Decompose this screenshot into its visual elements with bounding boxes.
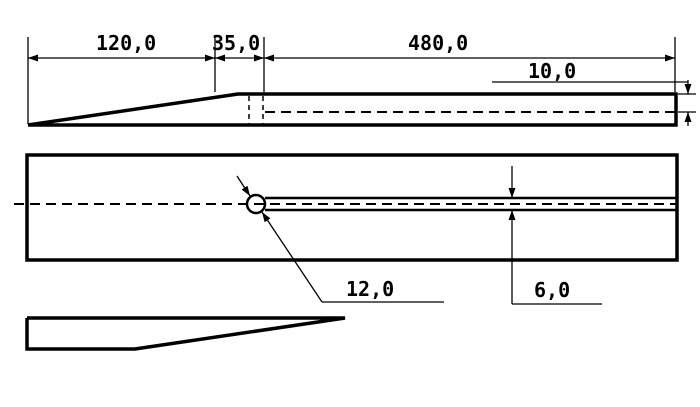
side-view bbox=[27, 92, 678, 127]
bottom-view bbox=[25, 316, 346, 351]
top-view bbox=[14, 153, 679, 262]
dim-label-6: 6,0 bbox=[534, 278, 570, 302]
hole-leader bbox=[261, 211, 323, 303]
hole-dimension bbox=[236, 175, 444, 303]
top-view-outline bbox=[25, 153, 679, 262]
dim-label-120: 120,0 bbox=[96, 31, 156, 55]
dim-label-480: 480,0 bbox=[408, 31, 468, 55]
slot-dimension bbox=[508, 166, 602, 305]
bottom-view-outline bbox=[25, 316, 346, 351]
side-view-outline bbox=[27, 92, 678, 127]
hole-circle bbox=[245, 193, 267, 215]
dim-label-12: 12,0 bbox=[346, 277, 394, 301]
dim-label-10: 10,0 bbox=[528, 59, 576, 83]
dimension-lines bbox=[28, 54, 692, 126]
hole-arrow-top bbox=[236, 175, 251, 197]
extension-lines bbox=[27, 37, 696, 124]
dim-label-35: 35,0 bbox=[212, 31, 260, 55]
